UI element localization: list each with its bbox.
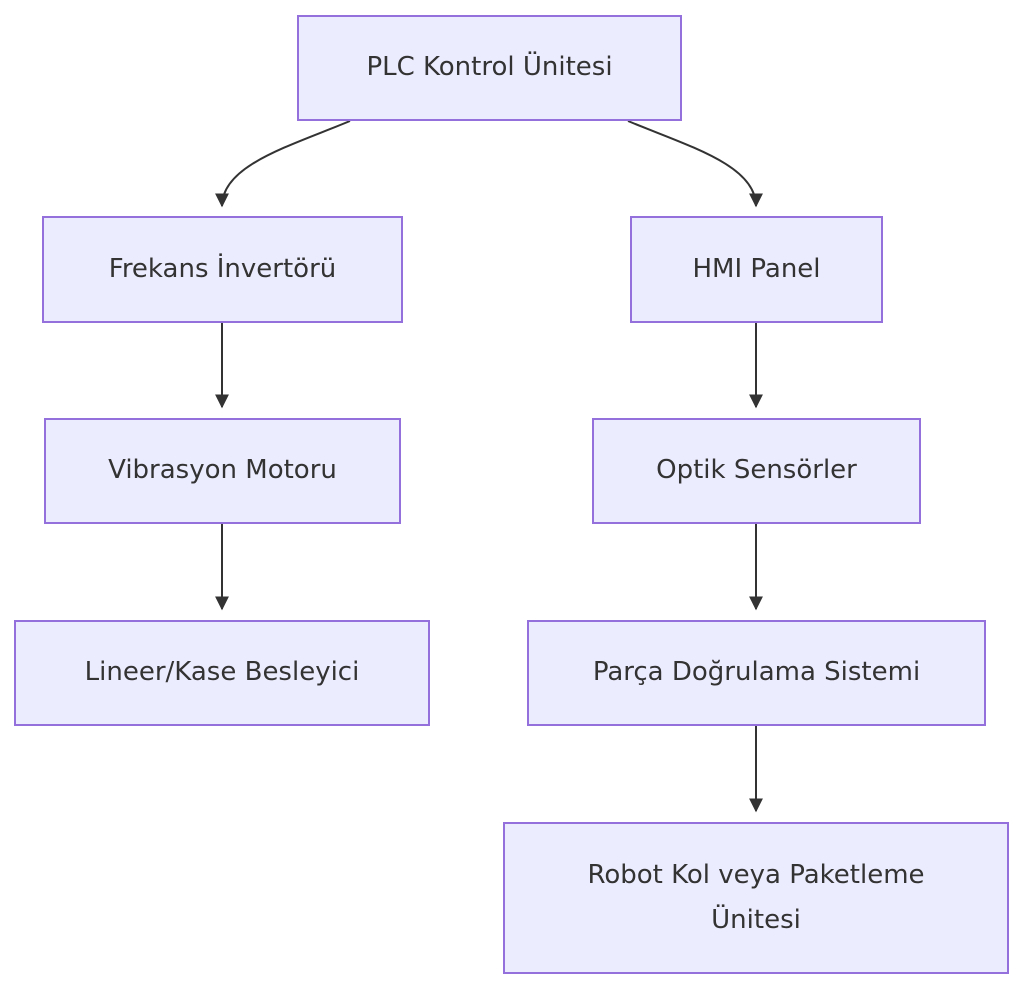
node-frequency-inverter[interactable]: Frekans İnvertörü [42, 216, 403, 323]
node-label: Lineer/Kase Besleyici [84, 657, 360, 688]
node-label: Robot Kol veya Paketleme Ünitesi [587, 859, 925, 936]
node-vibration-motor[interactable]: Vibrasyon Motoru [44, 418, 401, 524]
edge-plc-to-hmi [627, 120, 763, 208]
node-optical-sensors[interactable]: Optik Sensörler [592, 418, 921, 524]
node-label: HMI Panel [692, 253, 821, 284]
node-label: Vibrasyon Motoru [108, 455, 337, 486]
edge-plc-to-inverter [215, 120, 351, 208]
node-linear-bowl-feeder[interactable]: Lineer/Kase Besleyici [14, 620, 430, 726]
node-hmi-panel[interactable]: HMI Panel [630, 216, 883, 323]
node-label: Frekans İnvertörü [108, 253, 337, 284]
node-label: Parça Doğrulama Sistemi [592, 657, 921, 688]
node-part-verification-system[interactable]: Parça Doğrulama Sistemi [527, 620, 986, 726]
node-label: PLC Kontrol Ünitesi [366, 52, 613, 83]
node-robot-arm-packaging-unit[interactable]: Robot Kol veya Paketleme Ünitesi [503, 822, 1009, 974]
node-label: Optik Sensörler [656, 455, 857, 486]
node-plc-control-unit[interactable]: PLC Kontrol Ünitesi [297, 15, 682, 121]
